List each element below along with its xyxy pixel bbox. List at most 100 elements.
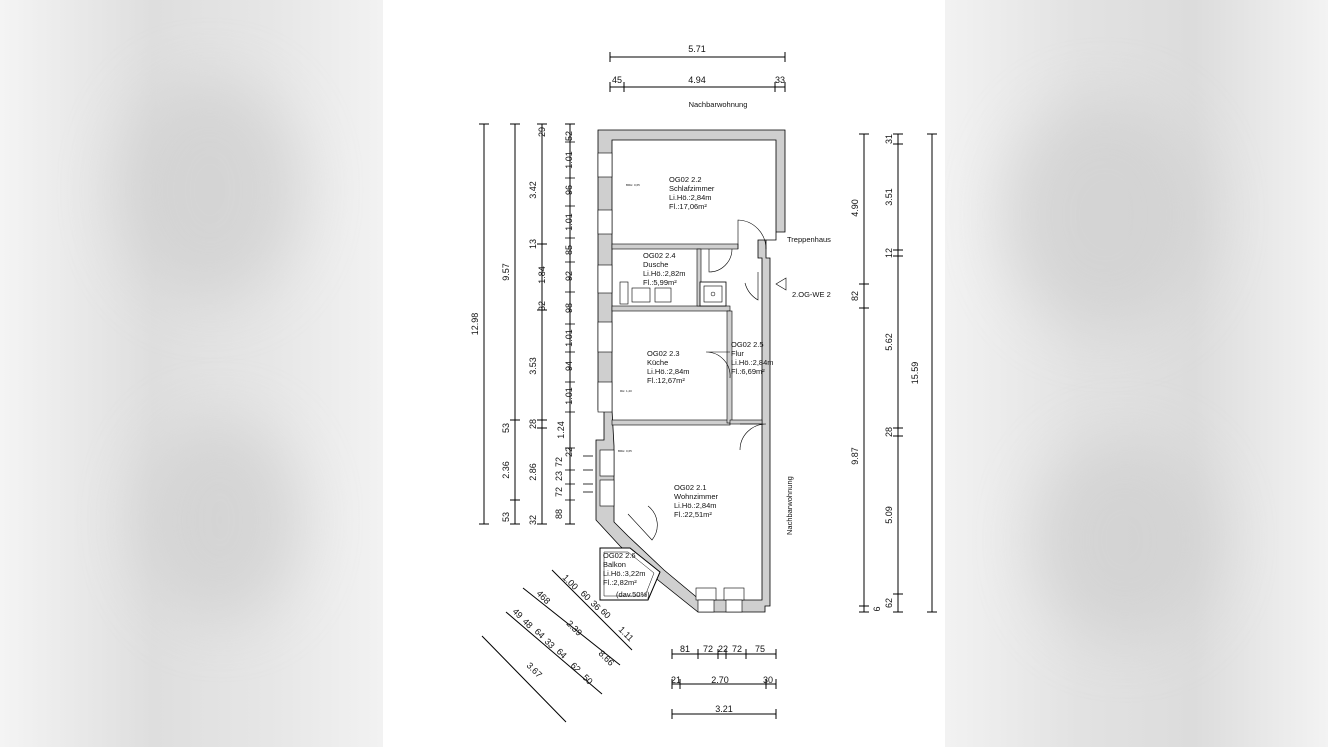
dim-left-b-3: 53 (501, 512, 511, 522)
dim-left-b-mid: 53 (501, 423, 511, 433)
dim-left-d-16: 72 (554, 487, 564, 497)
dim-right-b-5: 28 (884, 427, 894, 437)
dim-left-d-12: 1.01 (564, 387, 574, 405)
dim-diag-3-6: 50 (581, 672, 595, 686)
room-id: OG02 2.6 (603, 551, 636, 560)
entrance-label: 2.OG-WE 2 (792, 290, 831, 299)
dim-top-mid: 4.94 (688, 75, 706, 85)
dim-left-d-1: 52 (564, 131, 574, 141)
neighbor-label-top: Nachbarwohnung (689, 100, 748, 109)
room-name: Schlafzimmer (669, 184, 715, 193)
dim-bottom-1-0: 81 (680, 644, 690, 654)
dim-diag-3-2: 64 (533, 626, 547, 640)
dim-right-c-3: 9.87 (850, 447, 860, 465)
room-height: Li.Hö.:3,22m (603, 569, 646, 578)
room-flur: OG02 2.5 Flur Li.Hö.:2,84m Fl.:6,69m² (731, 340, 774, 376)
dim-right-b-7: 62 (884, 598, 894, 608)
dim-left-d-10: 1.01 (564, 329, 574, 347)
dim-bottom-1-2: 22 (718, 644, 728, 654)
walls (595, 129, 786, 613)
room-height: Li.Hö.:2,84m (647, 367, 690, 376)
dim-top-total: 5.71 (688, 44, 706, 54)
dim-bottom-2-left: 21 (671, 675, 681, 685)
room-id: OG02 2.3 (647, 349, 680, 358)
room-area: Fl.:6,69m² (731, 367, 765, 376)
dim-right-b-1: 31 (884, 134, 894, 144)
dim-left-d-upper-extra: 22 (564, 447, 574, 457)
blurred-background-right (945, 0, 1328, 747)
blurred-background-left (0, 0, 383, 747)
room-name: Dusche (643, 260, 668, 269)
room-id: OG02 2.4 (643, 251, 676, 260)
dim-right-a: 15.59 (910, 362, 920, 385)
window-label-3: BRH: 0,65 (618, 449, 632, 453)
dim-left-d-3: 96 (564, 185, 574, 195)
room-name: Küche (647, 358, 668, 367)
dim-right-b-6: 5.09 (884, 506, 894, 524)
dim-left-d-8: 32 (537, 301, 547, 311)
room-schlafzimmer: OG02 2.2 Schlafzimmer Li.Hö.:2,84m Fl.:1… (669, 175, 715, 211)
dim-left-b-upper: 9.57 (501, 263, 511, 281)
interior-walls (611, 243, 763, 426)
room-balkon: OG02 2.6 Balkon Li.Hö.:3,22m Fl.:2,82m² … (603, 551, 650, 599)
doors (627, 219, 787, 541)
dim-left-d-14: 72 (554, 457, 564, 467)
dim-diag-2-0: 468 (535, 588, 553, 606)
dim-right-c-2: 82 (850, 291, 860, 301)
dim-left-d-15: 23 (554, 471, 564, 481)
dim-right-c-1: 4.90 (850, 199, 860, 217)
window-label-1: BRH: 0,65 (626, 183, 640, 187)
dim-diag-3-b: 8.66 (597, 648, 616, 667)
dim-diag-1-1: 60 (579, 588, 593, 602)
room-area: Fl.:2,82m² (603, 578, 637, 587)
window-label-2: RH: 1,20 (620, 389, 632, 393)
dim-left-d-0: 29 (537, 127, 547, 137)
dim-left-c-1: 3.42 (528, 181, 538, 199)
dim-left-d-4: 1.01 (564, 213, 574, 231)
room-name: Balkon (603, 560, 626, 569)
dim-bottom-2-right: 30 (763, 675, 773, 685)
dim-bottom-1-4: 75 (755, 644, 765, 654)
dim-diag-3-4: 64 (555, 646, 569, 660)
balcony (599, 547, 661, 601)
dim-diag-2-total: 2.39 (565, 618, 584, 637)
room-kueche: OG02 2.3 Küche Li.Hö.:2,84m Fl.:12,67m² (647, 349, 690, 385)
room-area: Fl.:22,51m² (674, 510, 712, 519)
room-id: OG02 2.1 (674, 483, 707, 492)
dim-left-c-2: 13 (528, 239, 538, 249)
room-dusche: OG02 2.4 Dusche Li.Hö.:2,82m Fl.:5,99m² (643, 251, 686, 287)
room-height: Li.Hö.:2,84m (669, 193, 712, 202)
dim-left-b-2: 2.36 (501, 461, 511, 479)
dim-left-d-7: 92 (564, 271, 574, 281)
top-dimensions: 5.71 45 4.94 33 Nachbarwohnung (609, 44, 786, 109)
dim-right-b-3: 12 (884, 248, 894, 258)
room-area: Fl.:17,06m² (669, 202, 707, 211)
dim-left-d-2: 1.01 (564, 151, 574, 169)
bottom-dimensions: 81 72 22 72 75 21 2.70 30 3.21 (671, 644, 777, 719)
dim-left-c-4: 28 (528, 419, 538, 429)
dim-diag-1-total: 1.11 (617, 624, 636, 643)
room-height: Li.Hö.:2,82m (643, 269, 686, 278)
windows-left: BRH: 0,65 RH: 1,20 BRH: 0,65 (597, 152, 640, 507)
dim-top-left: 45 (612, 75, 622, 85)
room-note: (dav.50%) (616, 590, 650, 599)
dim-left-c-6: 32 (528, 515, 538, 525)
room-name: Wohnzimmer (674, 492, 719, 501)
dim-top-right: 33 (775, 75, 785, 85)
dim-left-overall: 12.98 (470, 313, 480, 336)
dim-left-d-11: 94 (564, 361, 574, 371)
dim-left-d-9: 98 (564, 303, 574, 313)
room-id: OG02 2.2 (669, 175, 702, 184)
right-dimensions: 15.59 31 3.51 12 5.62 28 5.09 62 4.90 82… (850, 133, 937, 613)
dim-right-b-4: 5.62 (884, 333, 894, 351)
dim-diag-1-0: 1.00 (561, 572, 580, 591)
dim-left-d-6: 1.84 (537, 266, 547, 284)
dim-left-c-5: 2.86 (528, 463, 538, 481)
neighbor-label-right: Nachbarwohnung (785, 476, 794, 535)
dim-diag-3-3: 33 (543, 636, 557, 650)
room-wohnzimmer: OG02 2.1 Wohnzimmer Li.Hö.:2,84m Fl.:22,… (674, 483, 719, 519)
dim-left-d-17: 88 (554, 509, 564, 519)
dim-left-d-13: 1.24 (556, 421, 566, 439)
dim-left-c-3: 3.53 (528, 357, 538, 375)
